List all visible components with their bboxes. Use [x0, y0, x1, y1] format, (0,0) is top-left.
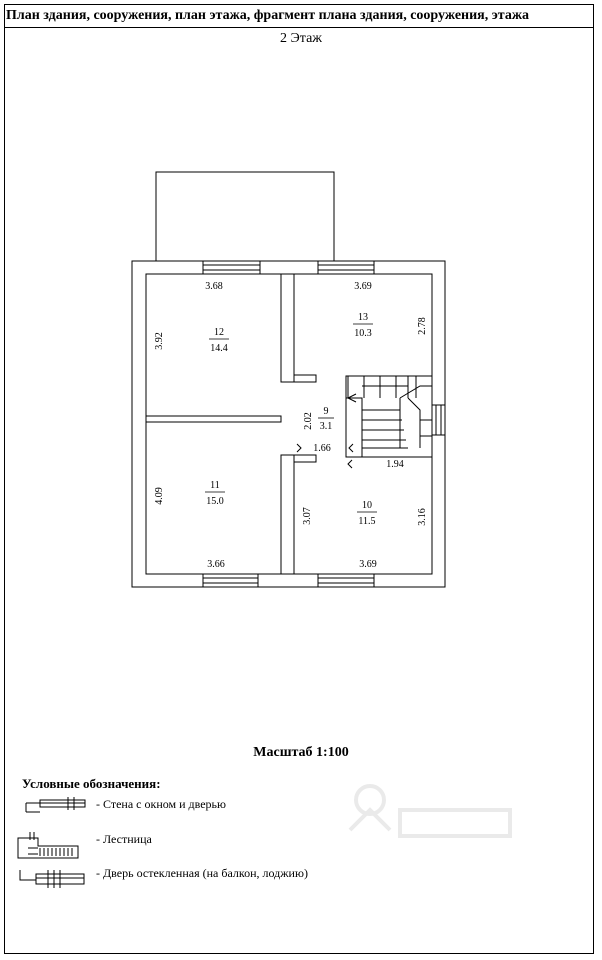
room-9-number: 9: [324, 406, 329, 417]
balcony-outline: [155, 171, 335, 262]
room-12-area: 14.4: [210, 343, 228, 354]
room-10-number: 10: [362, 500, 372, 511]
legend-item-stair: - Лестница: [96, 832, 152, 846]
window-top-left: [202, 260, 261, 275]
dim-room13-width: 3.69: [354, 281, 372, 292]
dim-room10-width: 3.69: [359, 559, 377, 570]
room-11-area: 15.0: [206, 496, 224, 507]
drawing-frame: [4, 4, 594, 954]
room-12-number: 12: [214, 327, 224, 338]
legend-title: Условные обозначения:: [22, 776, 161, 791]
hall-markers: [296, 443, 354, 453]
dim-room10-right: 3.16: [417, 508, 428, 526]
dim-room11-height: 4.09: [154, 487, 165, 505]
floor-label: 2 Этаж: [280, 31, 322, 46]
legend-item-glazed-door: - Дверь остекленная (на балкон, лоджию): [96, 866, 308, 880]
drawing-title: План здания, сооружения, план этажа, фра…: [4, 4, 594, 28]
room-13-area: 10.3: [354, 328, 372, 339]
window-stair: [431, 404, 446, 436]
legend-item-wall: - Стена с окном и дверью: [96, 797, 226, 811]
interior-walls: [145, 273, 317, 575]
wall-window-door-icon: [25, 797, 86, 813]
dim-room10-left: 3.07: [302, 507, 313, 525]
window-top-right: [317, 260, 375, 275]
dim-stair-width: 1.94: [386, 459, 404, 470]
scale-label: Масштаб 1:100: [253, 745, 349, 760]
room-10-area: 11.5: [358, 516, 375, 527]
room-13-number: 13: [358, 312, 368, 323]
window-bottom-right: [317, 573, 375, 588]
dim-hall-height: 2.02: [303, 412, 314, 430]
stair-icon: [17, 832, 79, 859]
window-bottom-left: [202, 573, 259, 588]
dim-room13-height: 2.78: [417, 317, 428, 335]
dim-room12-width: 3.68: [205, 281, 223, 292]
glazed-door-icon: [19, 870, 85, 888]
dim-room11-width: 3.66: [207, 559, 225, 570]
staircase: [345, 375, 433, 469]
room-9-area: 3.1: [320, 421, 333, 432]
dim-room12-height: 3.92: [154, 332, 165, 350]
dim-hall-width: 1.66: [313, 443, 331, 454]
room-11-number: 11: [210, 480, 220, 491]
watermark-logo: [348, 784, 512, 838]
